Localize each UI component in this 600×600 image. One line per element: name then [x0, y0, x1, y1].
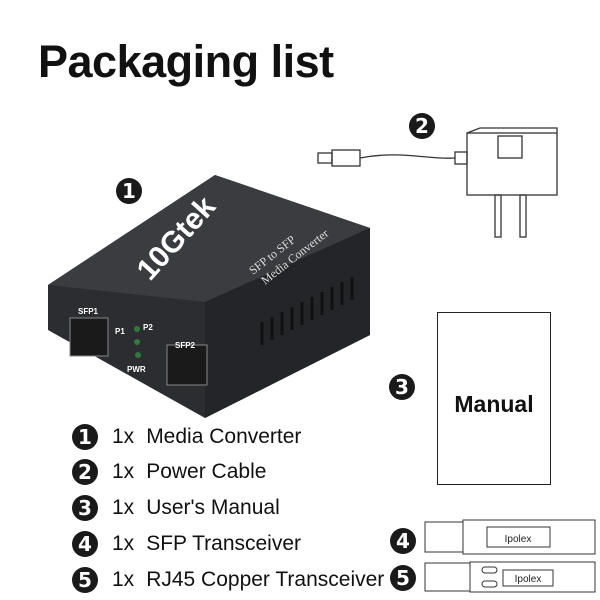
- led-label-p2: P2: [143, 323, 153, 332]
- list-item: 5 1x RJ45 Copper Transceiver: [72, 566, 384, 594]
- rj45-transceiver: Ipolex: [424, 561, 596, 593]
- list-number-badge: 5: [72, 567, 98, 593]
- list-item: 1 1x Media Converter: [72, 423, 301, 451]
- item-name: User's Manual: [146, 496, 280, 519]
- item-name: SFP Transceiver: [146, 532, 302, 555]
- item-name: Media Converter: [146, 425, 302, 448]
- list-item: 3 1x User's Manual: [72, 494, 280, 522]
- list-number-badge: 3: [72, 495, 98, 521]
- badge-5: 5: [390, 565, 416, 591]
- manual-label: Manual: [454, 391, 534, 417]
- sfp-transceiver: Ipolex: [424, 519, 596, 555]
- list-number-badge: 1: [72, 424, 98, 450]
- item-qty: 1x: [112, 532, 135, 555]
- badge-4: 4: [390, 528, 416, 554]
- item-qty: 1x: [112, 496, 135, 519]
- power-adapter: [317, 127, 558, 238]
- list-number-badge: 2: [72, 459, 98, 485]
- badge-2: 2: [409, 113, 435, 139]
- list-item: 4 1x SFP Transceiver: [72, 530, 301, 558]
- media-converter: 10Gtek SFP to SFP Media Converter SFP1 S…: [48, 175, 370, 418]
- led-label-pwr: PWR: [127, 365, 146, 374]
- led-label-p1: P1: [115, 327, 125, 336]
- rj45-brand-label: Ipolex: [515, 574, 542, 585]
- port-label-sfp2: SFP2: [175, 341, 196, 350]
- page-title: Packaging list: [38, 36, 334, 87]
- item-qty: 1x: [112, 460, 135, 483]
- item-qty: 1x: [112, 568, 135, 591]
- list-number-badge: 4: [72, 531, 98, 557]
- sfp-brand-label: Ipolex: [505, 534, 532, 545]
- list-item: 2 1x Power Cable: [72, 458, 266, 486]
- port-label-sfp1: SFP1: [78, 307, 99, 316]
- item-name: RJ45 Copper Transceiver: [146, 568, 385, 591]
- badge-1: 1: [116, 178, 142, 204]
- item-qty: 1x: [112, 425, 135, 448]
- item-name: Power Cable: [146, 460, 267, 483]
- badge-3: 3: [389, 374, 415, 400]
- manual-illustration: Manual: [437, 312, 551, 485]
